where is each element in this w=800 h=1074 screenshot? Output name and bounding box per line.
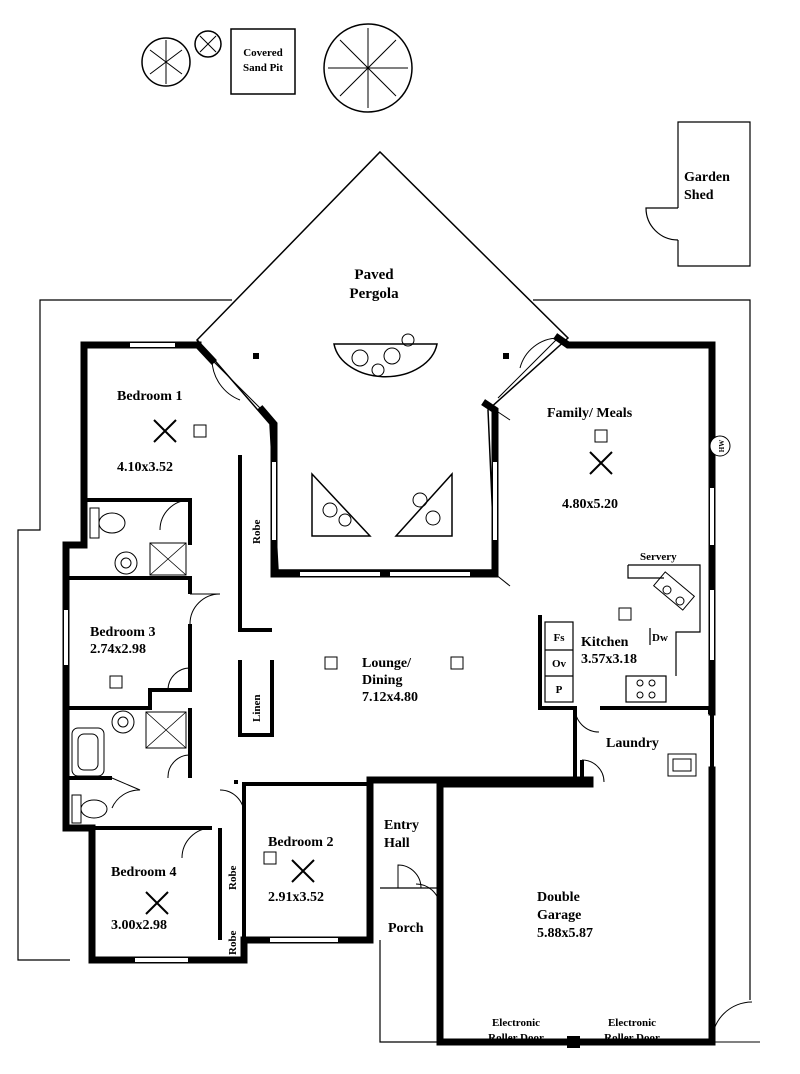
laundry-trough-icon xyxy=(672,758,692,772)
room-label: Hall xyxy=(384,836,410,851)
room-dimension: 3.00x2.98 xyxy=(111,918,167,933)
room-label: Double xyxy=(537,890,580,905)
room-dimension: 2.74x2.98 xyxy=(90,642,146,657)
sand-pit-box xyxy=(230,28,296,95)
garden-shed xyxy=(645,121,751,267)
basin-icon xyxy=(114,551,138,575)
sand-pit-label: Sand Pit xyxy=(243,62,283,74)
sand-pit-label: Covered xyxy=(243,47,283,59)
heat-register-icon xyxy=(109,424,632,865)
oven-label: Ov xyxy=(552,658,567,670)
basin-icon xyxy=(111,710,135,734)
garden-shed-label: Shed xyxy=(684,188,714,203)
sink-icon xyxy=(652,571,696,611)
roller-door-label: Electronic xyxy=(492,1017,540,1029)
toilet-icon xyxy=(89,507,126,539)
room-label: Bedroom 2 xyxy=(268,835,333,850)
servery-label: Servery xyxy=(640,551,677,563)
ceiling-fan-icon xyxy=(145,891,169,915)
exterior-walls xyxy=(62,333,716,1046)
svg-text:HW: HW xyxy=(718,440,726,452)
room-dimension: 7.12x4.80 xyxy=(362,690,418,705)
roller-door-label: Electronic xyxy=(608,1017,656,1029)
room-dimension: 5.88x5.87 xyxy=(537,926,593,941)
room-dimension: 4.10x3.52 xyxy=(117,460,173,475)
dishwasher-label: Dw xyxy=(652,632,668,644)
toilet-icon xyxy=(71,794,108,824)
robe-label: Robe xyxy=(251,519,263,544)
pergola-label: Pergola xyxy=(349,286,399,302)
shower-icon xyxy=(145,711,187,749)
hot-water-icon: HW xyxy=(709,435,731,457)
windows xyxy=(64,341,714,962)
boundary-line xyxy=(17,299,232,961)
boundary-line xyxy=(533,299,751,1000)
room-label: Bedroom 3 xyxy=(90,625,155,640)
room-label: Bedroom 4 xyxy=(111,865,176,880)
bath-icon xyxy=(71,727,105,777)
room-label: Porch xyxy=(388,921,424,936)
room-label: Laundry xyxy=(606,736,659,751)
tree-icon-right xyxy=(323,23,413,113)
robe-label: Robe xyxy=(227,865,239,890)
planter-icon xyxy=(333,333,438,378)
roller-door-label: Roller Door xyxy=(604,1032,660,1044)
ceiling-fan-icon xyxy=(153,419,177,443)
room-label: Family/ Meals xyxy=(547,406,633,421)
ceiling-fan-icon xyxy=(291,859,315,883)
ceiling-fan-icon xyxy=(589,451,613,475)
linen-label: Linen xyxy=(251,694,263,722)
shower-icon xyxy=(149,542,187,576)
pergola-outline xyxy=(195,150,570,571)
robe-label: Robe xyxy=(227,930,239,955)
planter-icon xyxy=(394,472,453,537)
room-dimension: 4.80x5.20 xyxy=(562,497,618,512)
planter-icon xyxy=(311,472,372,537)
room-label: Garage xyxy=(537,908,581,923)
fridge-space-label: Fs xyxy=(554,632,566,644)
garden-shed-label: Garden xyxy=(684,170,730,185)
post-icon xyxy=(503,353,509,359)
pergola-label: Paved xyxy=(354,267,394,283)
room-dimension: 3.57x3.18 xyxy=(581,652,637,667)
roller-door-marker xyxy=(567,1036,580,1048)
room-label: Lounge/ xyxy=(362,656,412,671)
room-label: Dining xyxy=(362,673,402,688)
tree-icon-left xyxy=(141,30,222,87)
kitchen-bench xyxy=(544,564,701,703)
cooktop-icon xyxy=(636,679,656,699)
laundry-trough-icon xyxy=(667,753,697,777)
pantry-label: P xyxy=(556,684,563,696)
doors xyxy=(111,337,760,1043)
room-dimension: 2.91x3.52 xyxy=(268,890,324,905)
roller-door-label: Roller Door xyxy=(488,1032,544,1044)
post-icon xyxy=(253,353,259,359)
room-label: Kitchen xyxy=(581,635,629,650)
room-label: Entry xyxy=(384,818,419,833)
room-label: Bedroom 1 xyxy=(117,389,182,404)
